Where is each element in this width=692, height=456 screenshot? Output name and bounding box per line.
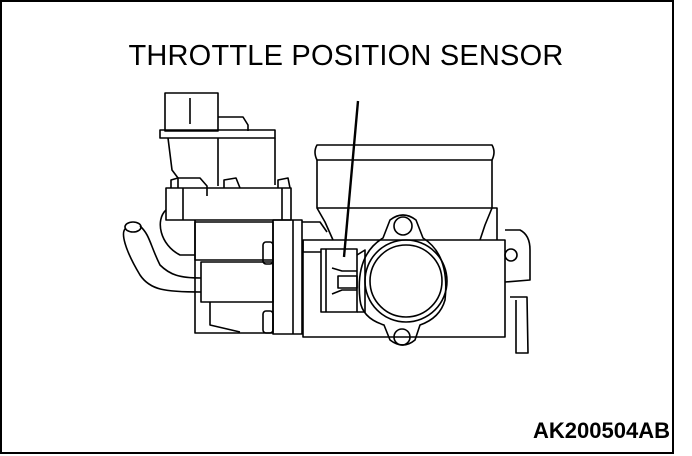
throttle-position-sensor (302, 240, 366, 313)
leader-line (342, 100, 360, 258)
throttle-bore (358, 214, 448, 346)
callout-label: THROTTLE POSITION SENSOR (128, 40, 564, 72)
figure-code: AK200504AB (533, 418, 670, 443)
idle-air-control-housing (165, 177, 292, 334)
diagram-frame (0, 0, 674, 454)
coolant-hose-left (122, 209, 202, 293)
mounting-flange (272, 219, 303, 335)
